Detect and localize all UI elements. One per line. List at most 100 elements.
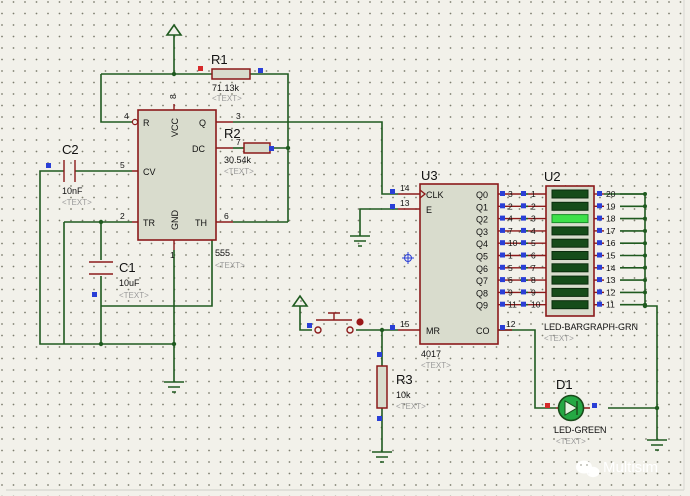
junctions [98,71,660,411]
bargraph-segment-8 [551,287,589,297]
u2-pin-left-0: 1 [531,189,536,199]
r1-value: 71.13k [212,83,240,93]
u2-pin-right-0: 20 [606,189,616,199]
bargraph-segment-3 [551,226,589,236]
wechat-icon [576,460,600,478]
u3-label-q0: Q0 [476,190,488,200]
r2-value: 30.54k [224,155,252,165]
power-symbol-switch [291,294,309,307]
ic-555[interactable]: R CV TR Q DC TH VCC GND 4 8 3 7 5 2 1 6 … [120,94,245,270]
c2-text: <TEXT> [62,198,92,207]
bargraph-segment-6 [551,263,589,273]
u2-pin-right-5: 15 [606,251,616,261]
wire-reset [100,74,132,123]
wire-c2-left [39,170,101,345]
bargraph-segment-5 [551,251,589,260]
pin-number-7: 7 [236,137,241,147]
u2-pin-left-2: 3 [531,214,536,224]
d1-part: LED-GREEN [554,425,607,435]
u3-label-e: E [426,205,432,215]
power-symbol-top [165,23,183,36]
bargraph-segment-0 [551,189,589,199]
clk-triangle [419,189,427,199]
u3-pin-out-0: 3 [508,189,513,199]
u3-label-clk: CLK [426,190,444,200]
u2-pin-right-6: 14 [606,263,616,273]
u3-pin-out-1: 2 [508,201,513,211]
u2-pin-right-8: 12 [606,287,616,297]
u3-part: 4017 [421,349,441,359]
u3-label-q9: Q9 [476,301,488,311]
c1-text: <TEXT> [119,291,149,300]
pin-number-1: 1 [170,250,175,260]
u3-pin-out-2: 4 [508,214,513,224]
u3-pin-out-7: 6 [508,275,513,285]
wire-e-gnd [359,208,398,236]
wire-th-down [101,222,213,307]
u3-text: <TEXT> [421,361,451,370]
resistor-r3[interactable]: R3 10k <TEXT> [376,352,426,421]
u2-part: LED-BARGRAPH-GRN [544,322,638,332]
u2-pin-left-6: 7 [531,263,536,273]
pin-number-8: 8 [168,94,178,99]
ic-u3-4017[interactable]: U3 4017 <TEXT> 14 CLK 13 E 15 MR CO 12 Q… [390,168,520,370]
resistor-r2[interactable]: R2 30.54k <TEXT> [224,126,274,176]
u2-text: <TEXT> [544,334,574,343]
pin-label-q: Q [199,118,206,128]
watermark: Multisim [576,459,658,478]
d1-text: <TEXT> [556,437,586,446]
u2-pin-left-1: 2 [531,201,536,211]
ground-symbol-555 [164,381,184,393]
wire-bus-to-d1 [608,305,658,409]
r2-name: R2 [224,126,241,141]
u3-pin-out-9: 11 [508,300,517,310]
u2-pin-right-7: 13 [606,275,616,285]
led-d1[interactable]: D1 LED-GREEN <TEXT> [545,377,607,446]
pin-number-4: 4 [124,111,129,121]
ic-555-text: <TEXT> [215,261,245,270]
capacitor-c1[interactable]: C1 10uF <TEXT> [89,260,149,300]
u3-pin-13: 13 [400,198,410,208]
u3-pin-out-6: 5 [508,263,513,273]
u2-pin-left-7: 8 [531,275,536,285]
u3-label-co: CO [476,326,490,336]
pin-label-th: TH [195,218,207,228]
bargraph-segment-9 [551,300,589,310]
pin-number-2: 2 [120,211,125,221]
bargraph-segment-2 [551,214,589,224]
c2-value: 10nF [62,186,83,196]
u3-label-q5: Q5 [476,252,488,262]
u2-pin-right-1: 19 [606,201,616,211]
r3-text: <TEXT> [396,402,426,411]
pin-number-3: 3 [236,111,241,121]
u3-label-q2: Q2 [476,215,488,225]
pin-label-vcc: VCC [170,117,180,137]
u3-pin-out-3: 7 [508,226,513,236]
u3-label-q7: Q7 [476,276,488,286]
u3-pin-12: 12 [506,319,516,329]
u3-pin-15: 15 [400,319,410,329]
u3-name: U3 [421,168,438,183]
u2-pin-right-9: 11 [606,300,615,310]
u2-pin-left-4: 5 [531,238,536,248]
ic-555-name: 555 [215,248,230,258]
crosshair-marker [402,252,414,264]
u3-pin-out-8: 9 [508,287,513,297]
pushbutton-switch[interactable] [307,312,364,334]
u2-pin-left-5: 6 [531,251,536,261]
capacitor-c2[interactable]: C2 10nF <TEXT> [46,142,92,207]
u3-pin-out-4: 10 [508,238,518,248]
u3-label-q3: Q3 [476,227,488,237]
r3-name: R3 [396,372,413,387]
u3-label-q4: Q4 [476,239,488,249]
u2-name: U2 [544,169,561,184]
wire-sw-left [299,306,312,331]
resistor-r1[interactable]: R1 71.13k <TEXT> [198,52,263,103]
u3-label-q8: Q8 [476,288,488,298]
r1-name: R1 [211,52,228,67]
u2-pin-right-3: 17 [606,226,616,236]
u3-pin-14: 14 [400,183,410,193]
